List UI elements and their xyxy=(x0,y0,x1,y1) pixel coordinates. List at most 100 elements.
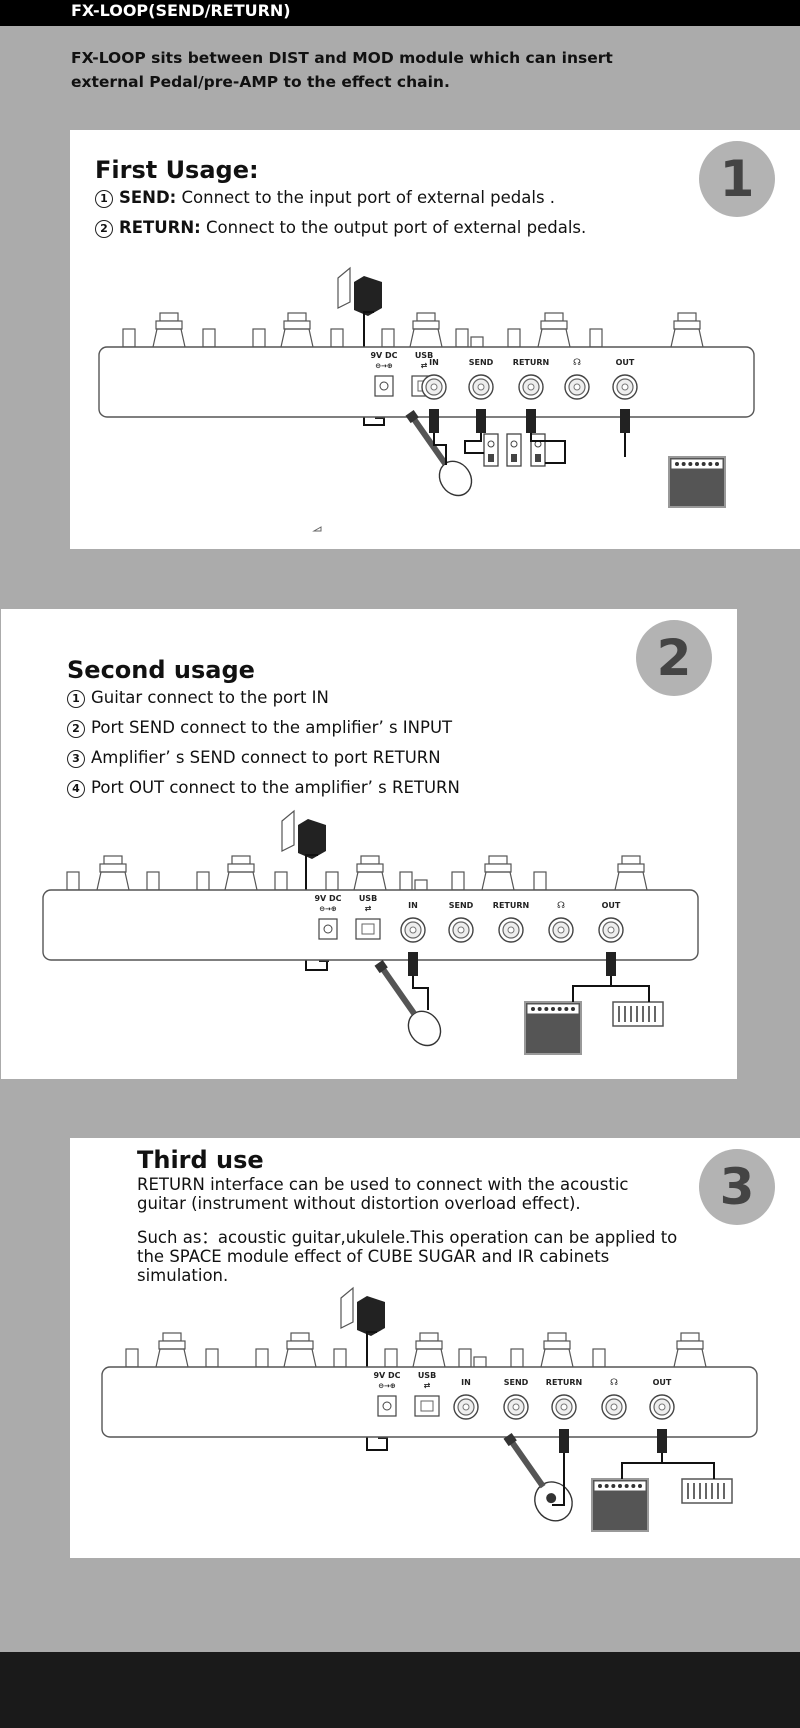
knob xyxy=(533,871,547,891)
jack-hole xyxy=(527,383,535,391)
knob xyxy=(333,1348,347,1368)
page-title: FX-LOOP(SEND/RETURN) xyxy=(71,1,291,20)
footswitch-cap xyxy=(677,312,697,322)
usb-symbol: ⇄ xyxy=(365,904,372,913)
headphone-icon: ☊ xyxy=(610,1378,618,1388)
guitar-body xyxy=(407,1010,442,1047)
port-label-return: RETURN xyxy=(546,1378,582,1387)
power-adapter-icon xyxy=(357,1296,385,1336)
footswitch-cap xyxy=(287,312,307,322)
section-title: Second usage xyxy=(67,656,255,684)
cable xyxy=(611,985,650,1002)
footswitch-body xyxy=(543,1340,571,1350)
footswitch-body xyxy=(356,863,384,873)
port-label-usb: USB xyxy=(418,1371,436,1380)
usb-symbol: ⇄ xyxy=(421,361,428,370)
jack-hole xyxy=(507,926,515,934)
knob xyxy=(125,1348,139,1368)
external-pedal-icon xyxy=(483,433,499,467)
wall-socket-icon xyxy=(281,809,295,852)
amplifier-knob xyxy=(624,1484,629,1488)
amplifier-knob xyxy=(551,1007,555,1011)
cable-plug xyxy=(526,409,536,433)
amplifier-knob xyxy=(564,1007,569,1011)
footswitch-body xyxy=(617,863,645,873)
cable xyxy=(621,1453,663,1479)
footswitch-body xyxy=(99,863,127,873)
description-paragraph: RETURN interface can be used to connect … xyxy=(137,1175,629,1213)
jack-hole xyxy=(462,1403,470,1411)
footswitch-cap xyxy=(488,855,508,865)
knob xyxy=(205,1348,219,1368)
step-number: 3 xyxy=(67,750,85,768)
section-third-use: 3 Third use RETURN interface can be used… xyxy=(70,1138,800,1558)
step-number: 1 xyxy=(95,190,113,208)
port-label-dc: 9V DC xyxy=(373,1371,400,1380)
external-pedal-switch xyxy=(488,454,494,462)
knob xyxy=(66,871,80,891)
knob xyxy=(122,328,136,348)
footswitch-base xyxy=(409,328,443,348)
amplifier-knob xyxy=(618,1484,622,1488)
port-label-return: RETURN xyxy=(513,358,549,367)
knob xyxy=(330,328,344,348)
footswitch-cap xyxy=(621,855,641,865)
port-label-dc: 9V DC xyxy=(314,894,341,903)
footswitch-base xyxy=(280,328,314,348)
jack-hole xyxy=(621,383,629,391)
port-label-out: OUT xyxy=(616,358,635,367)
port-label-dc: 9V DC xyxy=(370,351,397,360)
jack-hole xyxy=(457,926,465,934)
guitar-head xyxy=(374,959,388,974)
dc-pin xyxy=(323,924,333,934)
footswitch-body xyxy=(484,863,512,873)
section-title: First Usage: xyxy=(95,156,259,184)
knob xyxy=(399,871,413,891)
footswitch-base xyxy=(412,1348,446,1368)
section-number-badge: 3 xyxy=(699,1149,775,1225)
amplifier-knob xyxy=(681,462,686,466)
jack-hole xyxy=(610,1403,618,1411)
amplifier-knob xyxy=(604,1484,609,1488)
instruction-text: Port SEND connect to the amplifier’ s IN… xyxy=(91,718,453,737)
amplifier-knob xyxy=(688,462,693,466)
port-label-send: SEND xyxy=(504,1378,529,1387)
port-label-send: SEND xyxy=(469,358,494,367)
knob xyxy=(414,879,428,891)
usb-symbol: ⇄ xyxy=(424,1381,431,1390)
cable-plug xyxy=(559,1429,569,1453)
amplifier-knob xyxy=(557,1007,562,1011)
knob xyxy=(458,1348,472,1368)
footswitch-base xyxy=(152,328,186,348)
knob xyxy=(510,1348,524,1368)
footswitch-body xyxy=(415,1340,443,1350)
port-label-send: SEND xyxy=(449,901,474,910)
jack-hole xyxy=(607,926,615,934)
amplifier-knob xyxy=(537,1007,542,1011)
knob xyxy=(202,328,216,348)
knob xyxy=(507,328,521,348)
external-pedal-knob xyxy=(487,440,495,448)
port-label-return: RETURN xyxy=(493,901,529,910)
cable xyxy=(464,433,484,454)
guitar-head xyxy=(503,1432,517,1447)
cable xyxy=(552,1453,565,1506)
cable xyxy=(662,1462,715,1479)
footswitch-cap xyxy=(162,1332,182,1342)
jack-hole xyxy=(409,926,417,934)
footswitch-cap xyxy=(680,1332,700,1342)
port-label-usb: USB xyxy=(359,894,377,903)
jack-hole xyxy=(430,383,438,391)
instruction-text: Amplifier’ s SEND connect to port RETURN xyxy=(91,748,441,767)
instruction-key: SEND: xyxy=(119,188,177,207)
footswitch-base xyxy=(537,328,571,348)
footswitch-cap xyxy=(103,855,123,865)
amplifier-knob xyxy=(571,1007,575,1011)
cable xyxy=(530,433,566,464)
